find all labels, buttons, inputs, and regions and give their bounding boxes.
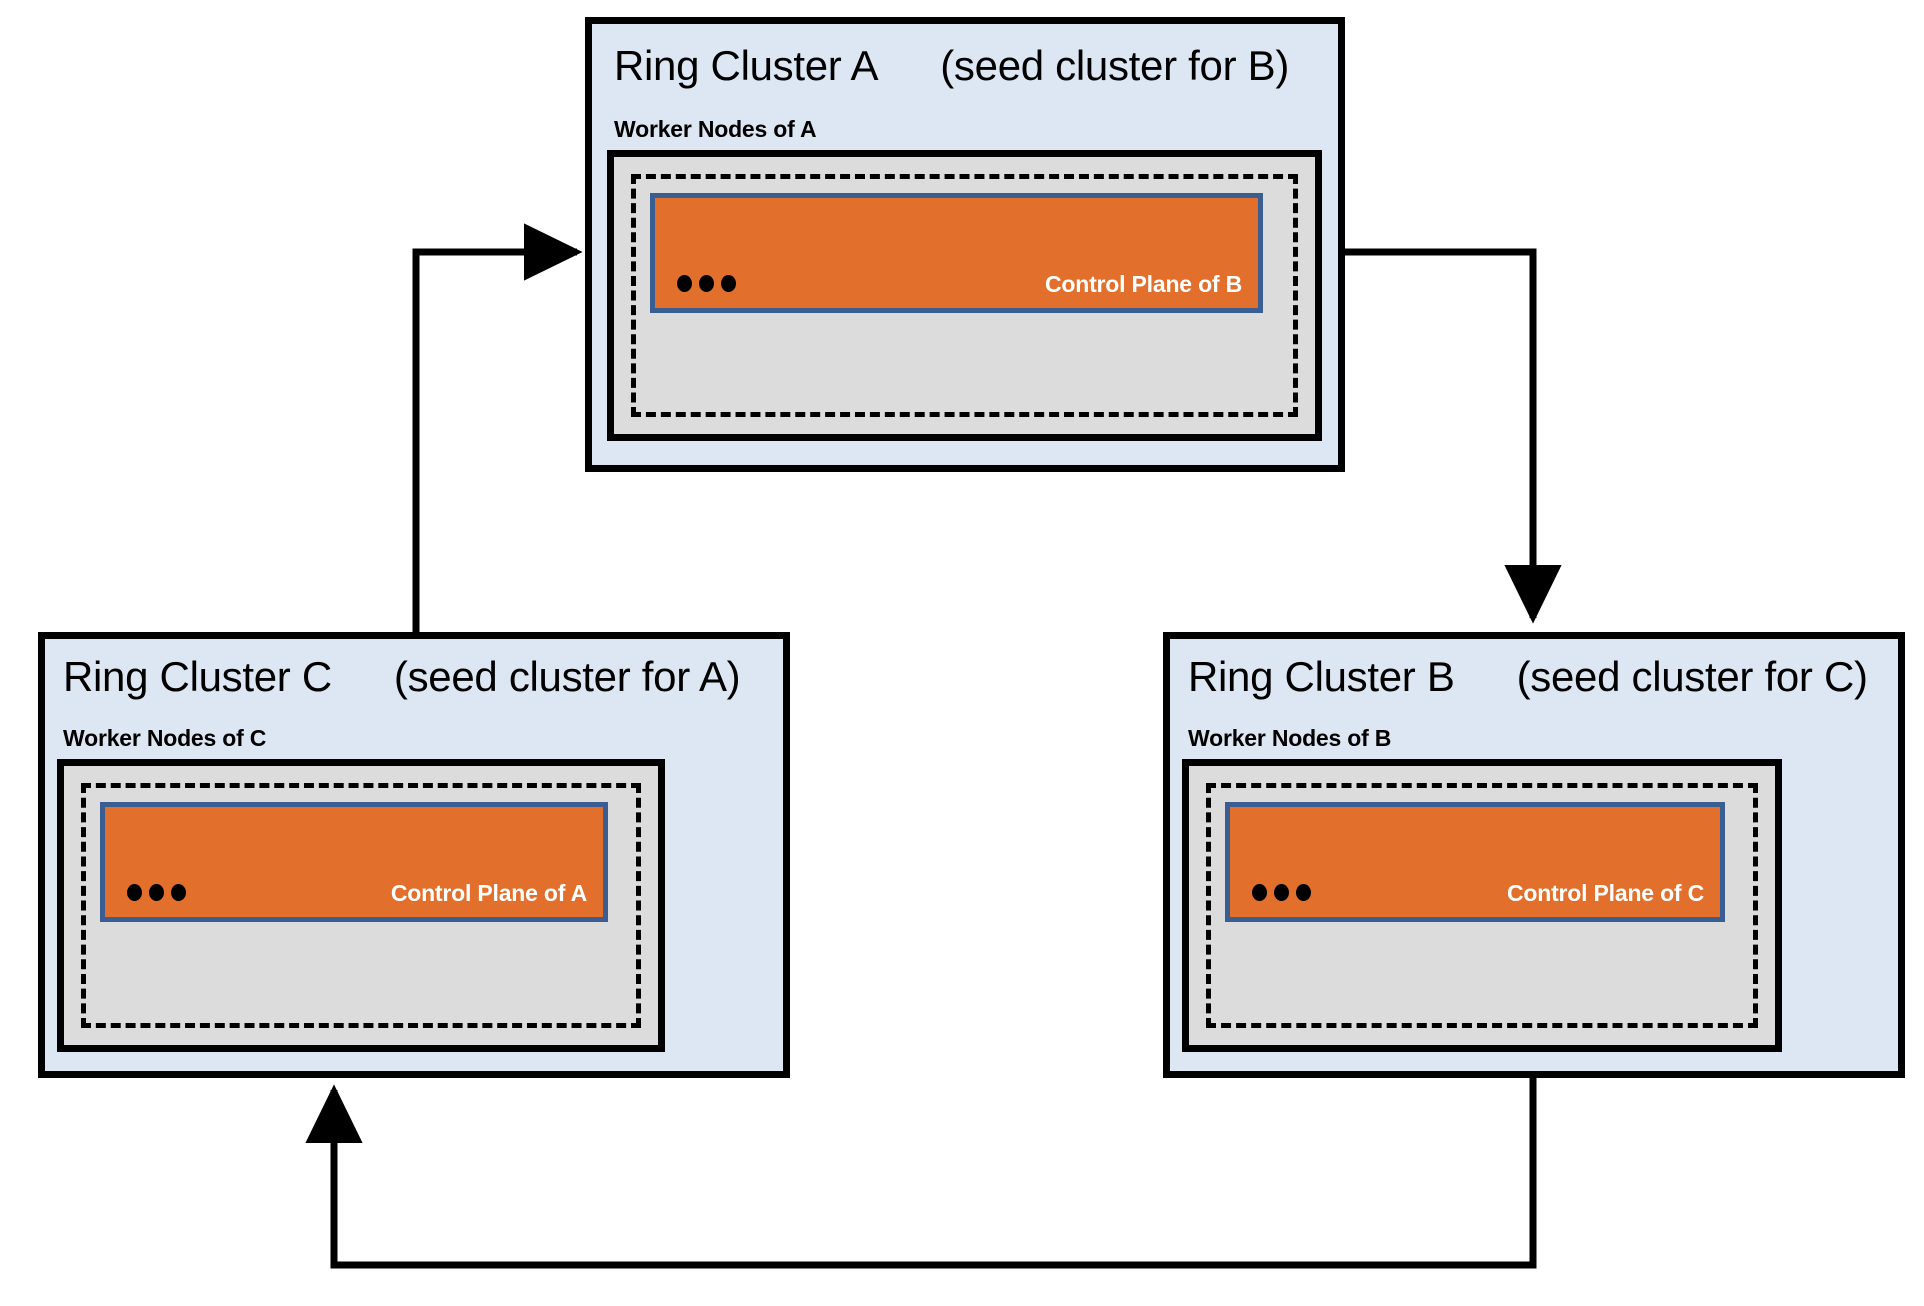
cluster-b-seed-note: (seed cluster for C) xyxy=(1516,653,1868,700)
cluster-a-control-plane-label: Control Plane of B xyxy=(1044,271,1242,297)
cluster-a-seed-note: (seed cluster for B) xyxy=(940,42,1290,89)
ring-cluster-b[interactable]: Ring Cluster B (seed cluster for C) Worke… xyxy=(1163,632,1905,1078)
cluster-a-title: Ring Cluster A (seed cluster for B) xyxy=(614,42,1289,90)
cluster-a-ellipsis-dots xyxy=(677,275,736,292)
connector-b-to-c xyxy=(305,1078,1537,1269)
cluster-c-worker-nodes[interactable]: Control Plane of A xyxy=(57,759,665,1052)
cluster-b-ellipsis-dots xyxy=(1252,884,1311,901)
cluster-b-name: Ring Cluster B xyxy=(1188,653,1455,700)
cluster-b-title: Ring Cluster B (seed cluster for C) xyxy=(1188,653,1868,701)
cluster-a-control-plane[interactable]: Control Plane of B xyxy=(650,193,1263,313)
cluster-c-ellipsis-dots xyxy=(127,884,186,901)
cluster-b-control-plane[interactable]: Control Plane of C xyxy=(1225,802,1725,922)
cluster-a-worker-label: Worker Nodes of A xyxy=(614,116,817,142)
cluster-c-seed-note: (seed cluster for A) xyxy=(393,653,741,700)
cluster-c-title: Ring Cluster C (seed cluster for A) xyxy=(63,653,741,701)
cluster-c-node-boundary xyxy=(81,783,641,1028)
ring-cluster-c[interactable]: Ring Cluster C (seed cluster for A) Worke… xyxy=(38,632,790,1078)
cluster-c-worker-label: Worker Nodes of C xyxy=(63,725,267,751)
connector-c-to-a xyxy=(412,223,583,660)
cluster-c-control-plane[interactable]: Control Plane of A xyxy=(100,802,608,922)
cluster-a-worker-nodes[interactable]: Control Plane of B xyxy=(607,150,1322,441)
connector-a-to-b xyxy=(1345,248,1562,624)
cluster-a-name: Ring Cluster A xyxy=(614,42,879,89)
cluster-c-control-plane-label: Control Plane of A xyxy=(390,880,587,906)
cluster-b-worker-nodes[interactable]: Control Plane of C xyxy=(1182,759,1782,1052)
cluster-b-control-plane-label: Control Plane of C xyxy=(1506,880,1704,906)
ring-cluster-a[interactable]: Ring Cluster A (seed cluster for B) Worke… xyxy=(585,17,1345,472)
cluster-b-worker-label: Worker Nodes of B xyxy=(1188,725,1392,751)
cluster-b-node-boundary xyxy=(1206,783,1758,1028)
cluster-c-name: Ring Cluster C xyxy=(63,653,332,700)
cluster-a-node-boundary xyxy=(631,174,1298,417)
